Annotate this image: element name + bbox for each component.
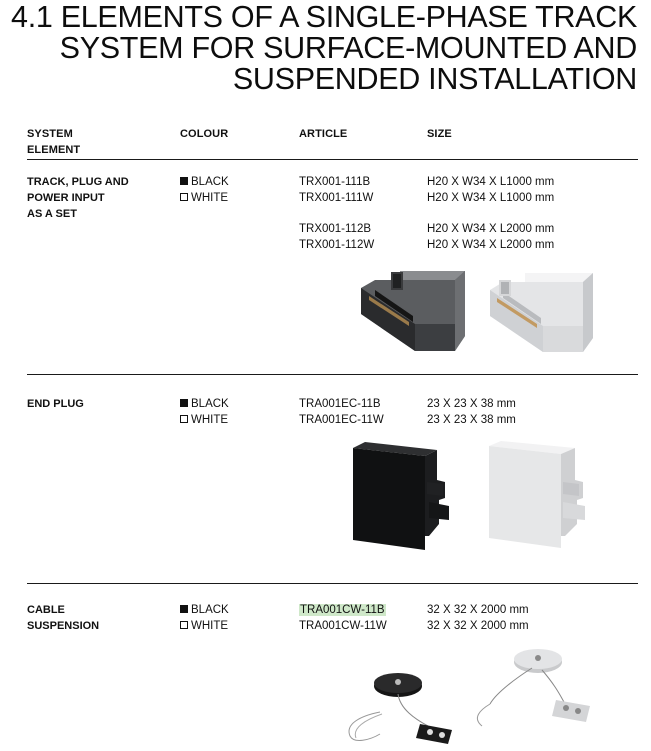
black-swatch: [180, 605, 188, 613]
row-endplug-articles: TRA001EC-11B TRA001EC-11W: [299, 396, 384, 428]
size-value: H20 X W34 X L1000 mm: [427, 176, 555, 188]
white-cable-suspension-image: [477, 649, 590, 727]
header-divider: [27, 159, 638, 160]
row-track-sizes-2000: H20 X W34 X L2000 mm H20 X W34 X L2000 m…: [427, 221, 554, 253]
size-value: H20 X W34 X L1000 mm: [427, 192, 555, 204]
article-code-highlighted: TRA001CW-11B: [299, 604, 386, 616]
row-endplug-colours: BLACK WHITE: [180, 396, 229, 428]
title-line-3: SUSPENDED INSTALLATION: [232, 62, 637, 96]
row-endplug-element: END PLUG: [27, 398, 84, 410]
article-code: TRA001EC-11W: [299, 414, 384, 426]
header-size: SIZE: [427, 128, 452, 140]
title-line-1: 4.1 ELEMENTS OF A SINGLE-PHASE TRACK: [11, 0, 637, 34]
size-value: 23 X 23 X 38 mm: [427, 414, 516, 426]
header-article: ARTICLE: [299, 128, 348, 140]
colour-label: BLACK: [191, 176, 229, 188]
white-end-plug-image: [489, 441, 585, 548]
colour-label: WHITE: [191, 620, 229, 632]
black-track-image: [361, 271, 465, 351]
row-track-element: TRACK, PLUG AND POWER INPUT AS A SET: [27, 174, 129, 222]
colour-label: WHITE: [191, 414, 229, 426]
row-cable-colours: BLACK WHITE: [180, 602, 229, 634]
element-line: CABLE: [27, 604, 65, 616]
colour-label: WHITE: [191, 192, 229, 204]
black-cable-suspension-image: [348, 673, 452, 744]
element-line: AS A SET: [27, 208, 77, 220]
article-code: TRX001-111B: [299, 176, 371, 188]
article-code: TRA001CW-11W: [299, 620, 387, 632]
article-code: TRA001EC-11B: [299, 398, 381, 410]
size-value: 23 X 23 X 38 mm: [427, 398, 516, 410]
row-track-sizes: H20 X W34 X L1000 mm H20 X W34 X L1000 m…: [427, 174, 554, 206]
white-swatch: [180, 621, 188, 629]
article-code: TRX001-111W: [299, 192, 374, 204]
size-value: 32 X 32 X 2000 mm: [427, 604, 529, 616]
row-cable-articles: TRA001CW-11B TRA001CW-11W: [299, 602, 387, 634]
white-swatch: [180, 415, 188, 423]
black-swatch: [180, 177, 188, 185]
row-cable-element: CABLE SUSPENSION: [27, 602, 99, 634]
row-track-colours: BLACK WHITE: [180, 174, 229, 206]
size-value: H20 X W34 X L2000 mm: [427, 239, 555, 251]
white-swatch: [180, 193, 188, 201]
colour-label: BLACK: [191, 604, 229, 616]
row-track-articles-2000: TRX001-112B TRX001-112W: [299, 221, 374, 253]
colour-label: BLACK: [191, 398, 229, 410]
header-system-element: SYSTEM ELEMENT: [27, 126, 80, 158]
white-track-image: [490, 273, 593, 352]
element-line: SUSPENSION: [27, 620, 100, 632]
header-system-label: SYSTEM: [27, 128, 73, 140]
header-element-label: ELEMENT: [27, 144, 81, 156]
title-line-2: SYSTEM FOR SURFACE-MOUNTED AND: [59, 31, 638, 65]
size-value: H20 X W34 X L2000 mm: [427, 223, 555, 235]
element-line: TRACK, PLUG AND: [27, 176, 129, 188]
row-divider-2: [27, 583, 638, 584]
article-code: TRX001-112W: [299, 239, 375, 251]
article-code: TRX001-112B: [299, 223, 372, 235]
black-swatch: [180, 399, 188, 407]
row-track-articles: TRX001-111B TRX001-111W: [299, 174, 373, 206]
header-colour: COLOUR: [180, 128, 229, 140]
element-line: POWER INPUT: [27, 192, 105, 204]
row-divider-1: [27, 374, 638, 375]
black-end-plug-image: [353, 442, 449, 550]
row-cable-sizes: 32 X 32 X 2000 mm 32 X 32 X 2000 mm: [427, 602, 529, 634]
page-title: 4.1 ELEMENTS OF A SINGLE-PHASE TRACK SYS…: [0, 2, 637, 95]
size-value: 32 X 32 X 2000 mm: [427, 620, 529, 632]
row-endplug-sizes: 23 X 23 X 38 mm 23 X 23 X 38 mm: [427, 396, 516, 428]
